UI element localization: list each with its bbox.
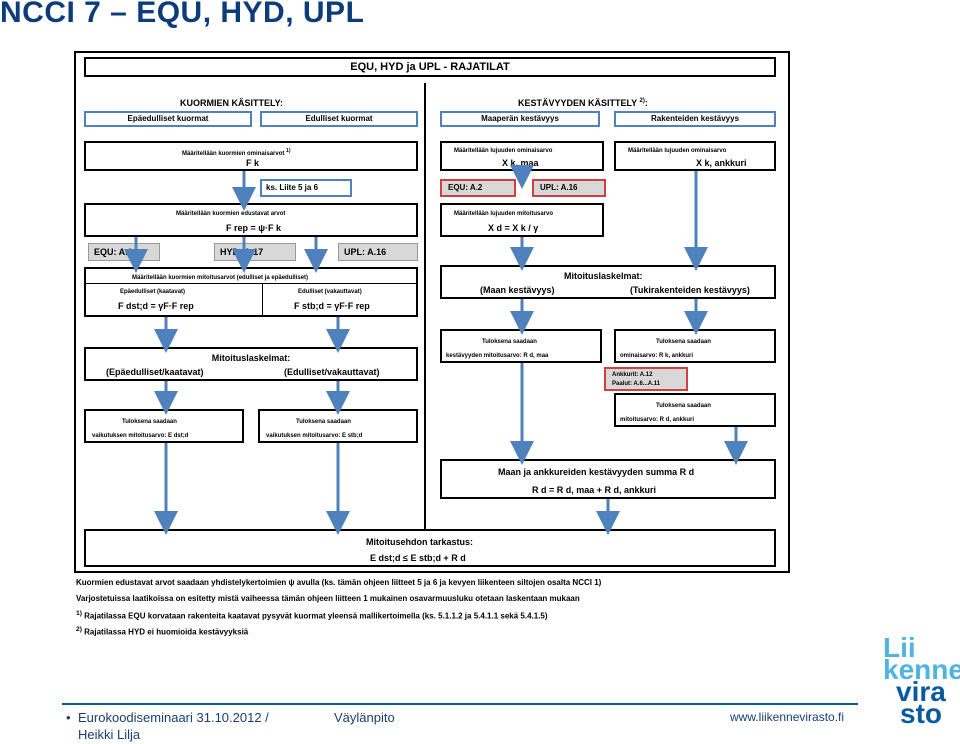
logo-line-4: sto	[900, 698, 942, 729]
footer-url: www.liikennevirasto.fi	[730, 710, 845, 724]
char-load-box: Määritellään kuormien ominaisarvot 1) F …	[84, 141, 418, 171]
check-title: Mitoitusehdon tarkastus:	[366, 537, 474, 547]
total-resistance-box: Maan ja ankkureiden kestävyyden summa R …	[440, 459, 776, 499]
slide-title: NCCI 7 – EQU, HYD, UPL	[0, 0, 365, 29]
unfav-label: Epäedulliset (kaatavat)	[120, 289, 186, 295]
diagram-header: EQU, HYD ja UPL - RAJATILAT	[84, 57, 776, 77]
fav-label: Edulliset (vakauttavat)	[298, 289, 362, 295]
effect-fav-result-label: Tuloksena saadaan	[296, 419, 351, 425]
tab-structure-resistance: Rakenteiden kestävyys	[614, 111, 776, 127]
ref-anchors-piles: Ankkurit: A.12 Paalut: A.6...A.11	[604, 367, 688, 391]
resistance-section-title: KESTÄVYYDEN KÄSITTELY 2):	[518, 98, 648, 108]
load-calc-right: (Edulliset/vakauttavat)	[284, 367, 380, 377]
ref-liite: ks. Liite 5 ja 6	[260, 179, 352, 197]
note-4: 2) Rajatilassa HYD ei huomioida kestävyy…	[76, 626, 249, 637]
note-1: Kuormien edustavat arvot saadaan yhdiste…	[76, 578, 602, 587]
res-calc-left: (Maan kestävyys)	[480, 285, 555, 295]
check-formula: E dst;d ≤ E stb;d + R d	[370, 553, 466, 563]
struct-char-box: Määritellään lujuuden ominaisarvo X k, a…	[614, 141, 776, 171]
note-3: 1) Rajatilassa EQU korvataan rakenteita …	[76, 610, 548, 621]
struct-char-label: Määritellään lujuuden ominaisarvo	[628, 148, 727, 154]
anchor-char-label: Tuloksena saadaan	[656, 339, 711, 345]
soil-char-symbol: X k, maa	[502, 158, 539, 168]
check-box: Mitoitusehdon tarkastus: E dst;d ≤ E stb…	[84, 529, 776, 567]
diagram-frame: EQU, HYD ja UPL - RAJATILAT KUORMIEN KÄS…	[74, 51, 790, 573]
logo-line-1: Lii	[883, 632, 916, 663]
anchor-design-box: Tuloksena saadaan mitoitusarvo: R d, ank…	[614, 393, 776, 427]
char-load-symbol: F k	[246, 158, 260, 168]
design-values-divider	[86, 283, 416, 284]
load-calc-title: Mitoituslaskelmat:	[211, 353, 291, 363]
effect-fav-box: Tuloksena saadaan vaikutuksen mitoitusar…	[258, 409, 418, 443]
unfav-formula: F dst;d = γF·F rep	[118, 301, 194, 311]
soil-design-label: Määritellään lujuuden mitoitusarvo	[454, 211, 554, 217]
res-calc-box: Mitoituslaskelmat: (Maan kestävyys) (Tuk…	[440, 265, 776, 299]
soil-design-box: Määritellään lujuuden mitoitusarvo X d =…	[440, 203, 604, 237]
anchor-design-label: Tuloksena saadaan	[656, 403, 711, 409]
logo-line-3: vira	[896, 676, 946, 707]
section-divider	[424, 83, 426, 553]
tab-favourable-loads: Edulliset kuormat	[260, 111, 418, 127]
char-load-label: Määritellään kuormien ominaisarvot 1)	[182, 148, 291, 157]
effect-unfav-result-label: Tuloksena saadaan	[122, 419, 177, 425]
ref-equ-a2: EQU: A.2	[440, 179, 516, 197]
footer-author: Heikki Lilja	[78, 727, 141, 742]
effect-unfav: vaikutuksen mitoitusarvo: E dst;d	[92, 433, 189, 439]
logo-line-2: kenne	[883, 654, 960, 685]
design-values-label: Määritellään kuormien mitoitusarvot (edu…	[132, 275, 309, 281]
effect-fav: vaikutuksen mitoitusarvo: E stb;d	[266, 433, 363, 439]
footer-center: Väylänpito	[334, 710, 395, 725]
soil-result-label: Tuloksena saadaan	[482, 339, 537, 345]
ref-anchor: Ankkurit: A.12	[612, 372, 653, 378]
load-calc-left: (Epäedulliset/kaatavat)	[106, 367, 204, 377]
ref-upl-a16-right: UPL: A.16	[532, 179, 606, 197]
res-calc-right: (Tukirakenteiden kestävyys)	[630, 285, 750, 295]
anchor-design-text: mitoitusarvo: R d, ankkuri	[620, 417, 695, 423]
tab-soil-resistance: Maaperän kestävyys	[440, 111, 600, 127]
ref-pile: Paalut: A.6...A.11	[612, 381, 661, 387]
fav-formula: F stb;d = γF·F rep	[294, 301, 370, 311]
design-load-formula: F rep = ψ·F k	[226, 223, 282, 233]
design-load-label: Määritellään kuormien edustavat arvot	[176, 211, 286, 217]
footer-event: Eurokoodiseminaari 31.10.2012 /	[78, 710, 269, 725]
struct-char-symbol: X k, ankkuri	[696, 158, 747, 168]
load-calc-box: Mitoituslaskelmat: (Epäedulliset/kaatava…	[84, 347, 418, 381]
total-label: Maan ja ankkureiden kestävyyden summa R …	[498, 467, 695, 477]
design-values-split	[262, 283, 263, 315]
flow-arrows	[124, 165, 748, 535]
soil-design-formula: X d = X k / γ	[488, 223, 539, 233]
soil-result-text: kestävyyden mitoitusarvo: R d, maa	[446, 353, 549, 359]
footer-bullet: •	[66, 710, 71, 725]
anchor-char-text: ominaisarvo: R k, ankkuri	[620, 353, 694, 359]
res-calc-title: Mitoituslaskelmat:	[564, 271, 643, 281]
design-values-box: Määritellään kuormien mitoitusarvot (edu…	[84, 267, 418, 317]
tab-unfavourable-loads: Epäedulliset kuormat	[84, 111, 252, 127]
load-section-title: KUORMIEN KÄSITTELY:	[180, 98, 284, 108]
total-formula: R d = R d, maa + R d, ankkuri	[532, 485, 657, 495]
footer-rule	[62, 703, 858, 705]
note-2: Varjostetuissa laatikoissa on esitetty m…	[76, 594, 580, 603]
soil-char-label: Määritellään lujuuden ominaisarvo	[454, 148, 553, 154]
ref-upl-a16-left: UPL: A.16	[338, 243, 418, 261]
